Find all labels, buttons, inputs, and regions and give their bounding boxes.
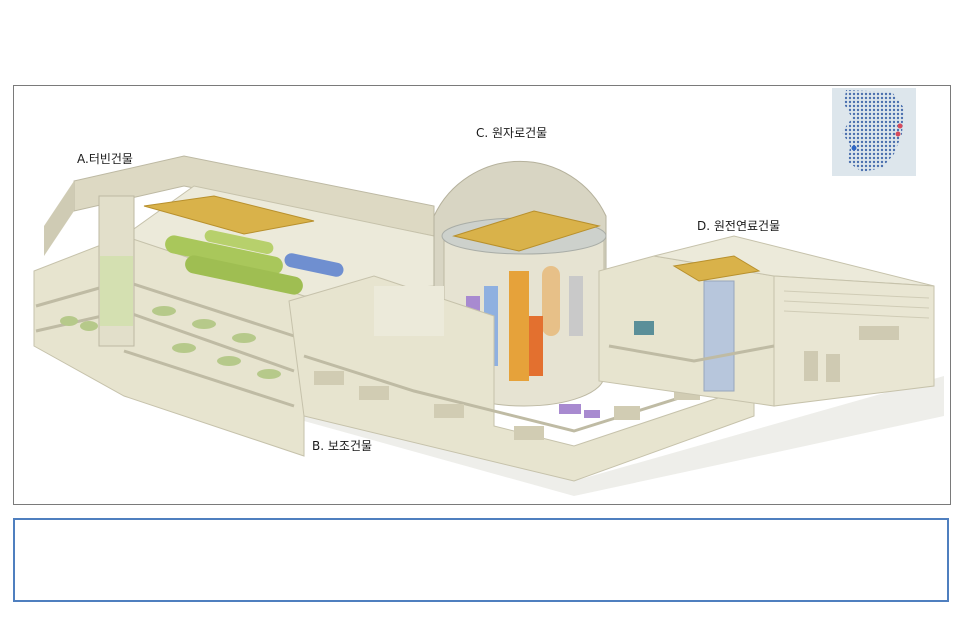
auxiliary-building-label: B. 보조건물 <box>312 439 373 453</box>
fuel-building <box>598 235 935 407</box>
plant-cutaway-illustration <box>33 155 944 496</box>
turbine-building <box>33 155 435 457</box>
plant-cutaway-figure: A.터빈건물 C. 원자로건물 D. 원전연료건물 B. 보조건물 <box>13 85 951 505</box>
turbine-generator-sets <box>165 229 344 295</box>
caption-box <box>13 518 949 602</box>
reactor-building-label: C. 원자로건물 <box>476 126 548 140</box>
auxiliary-building <box>288 275 755 482</box>
turbine-building-label: A.터빈건물 <box>77 152 133 166</box>
fuel-building-label: D. 원전연료건물 <box>697 219 781 233</box>
korea-map-inset-icon <box>832 88 916 176</box>
